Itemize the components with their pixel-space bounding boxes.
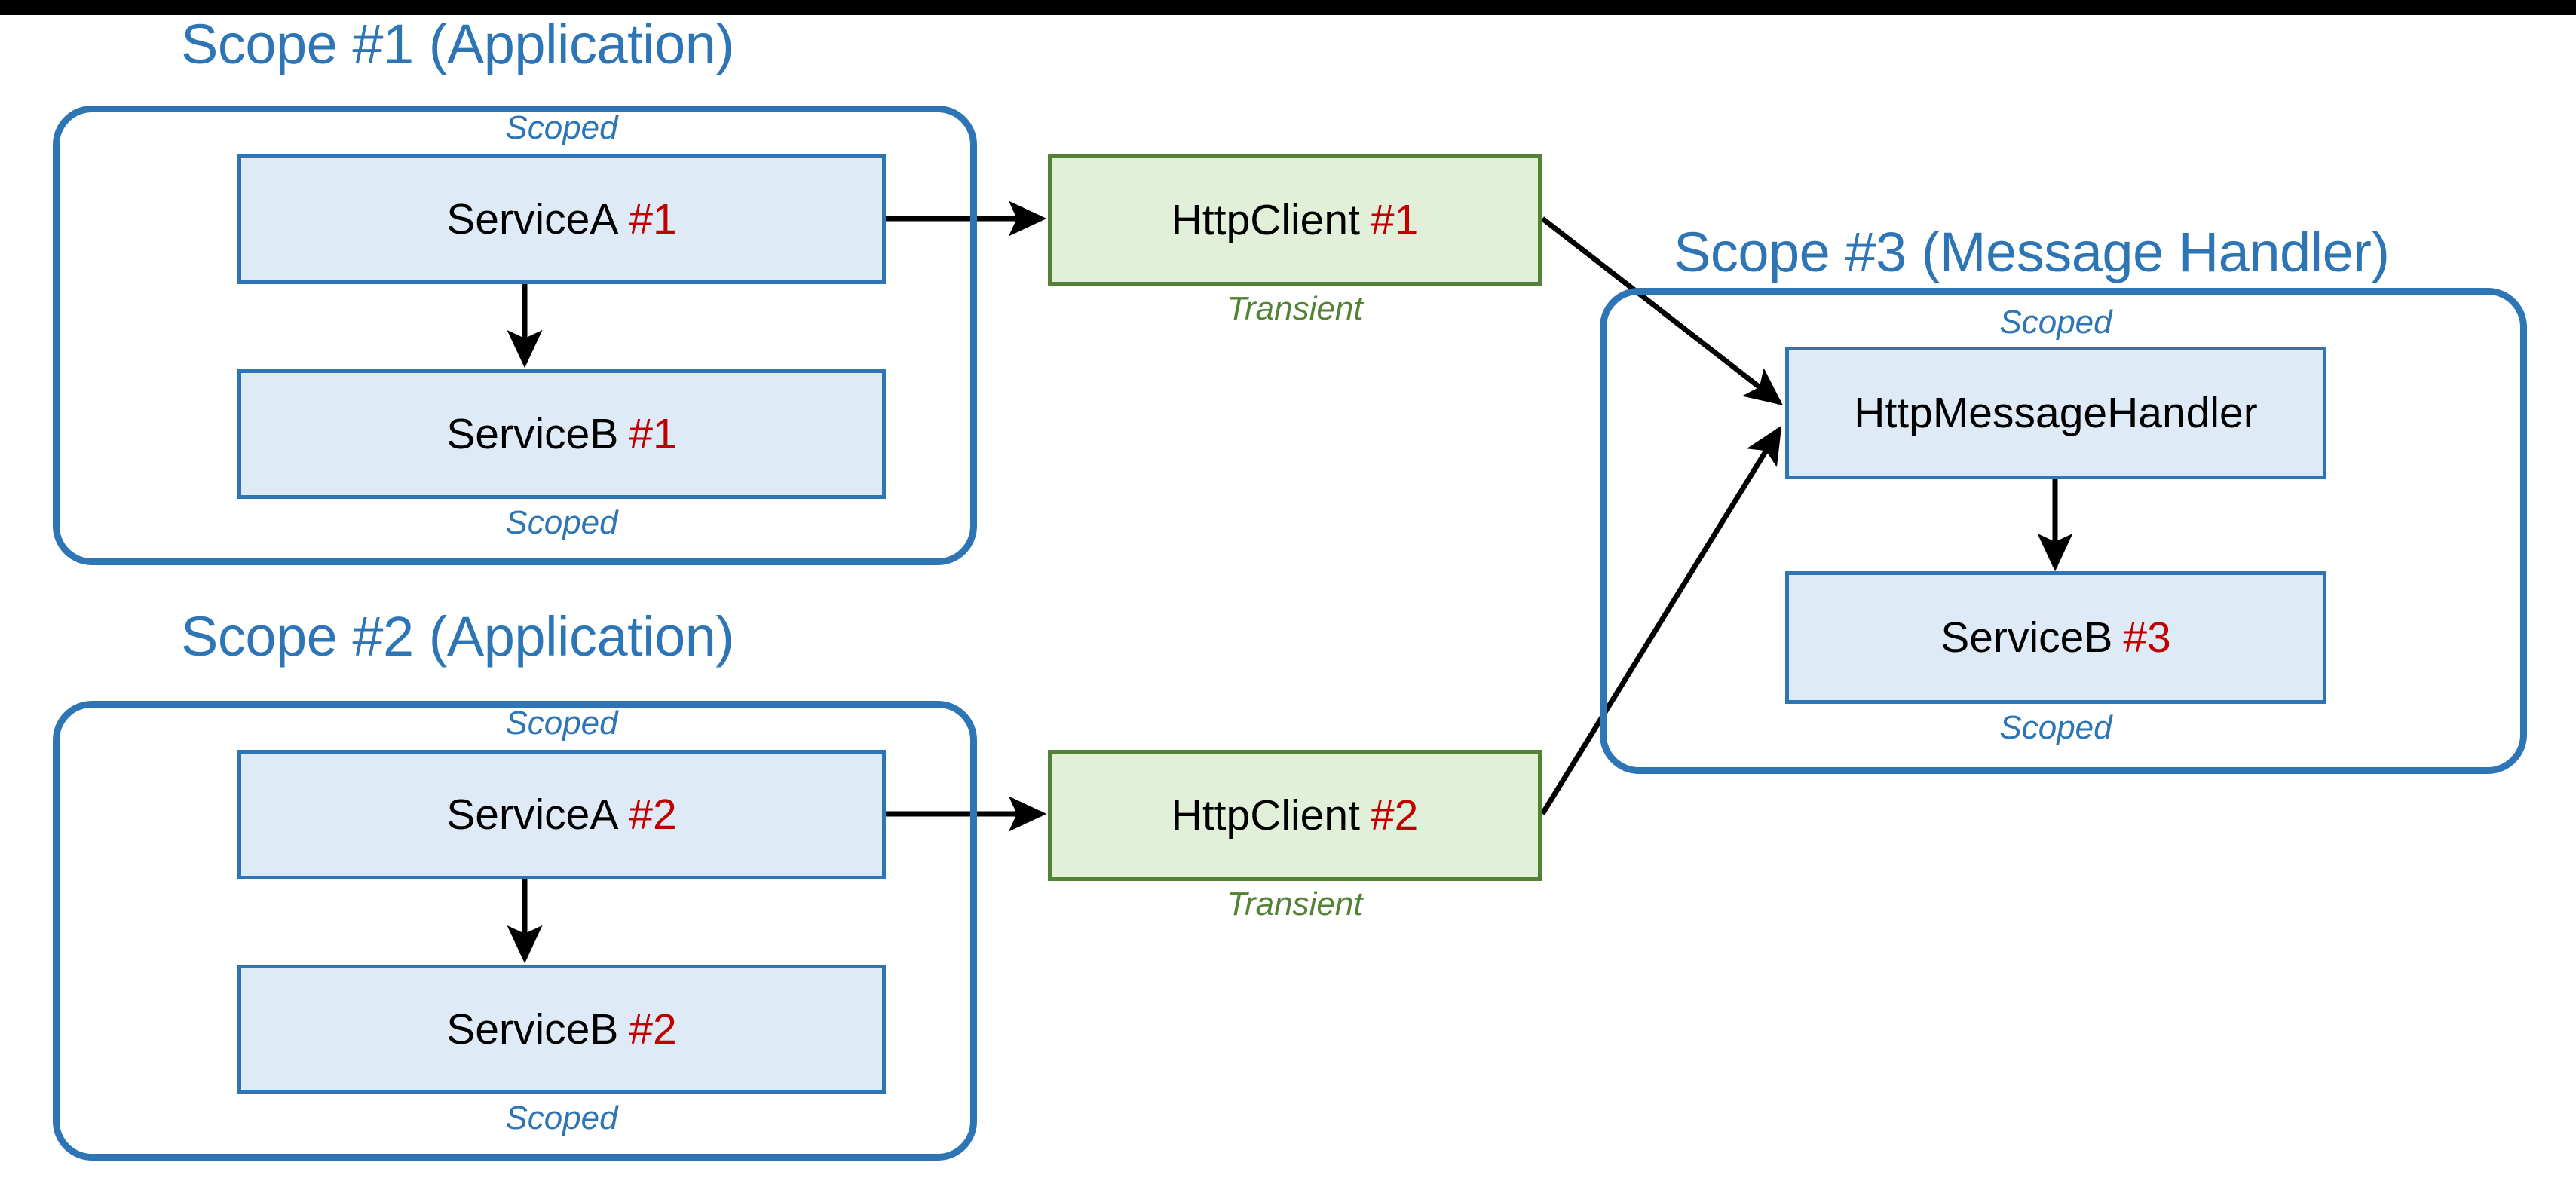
node-serviceA2-label: ServiceA bbox=[446, 790, 619, 839]
node-httpmessagehandler-label: HttpMessageHandler bbox=[1854, 388, 2258, 437]
scope1-container bbox=[53, 106, 977, 565]
node-serviceA1-label: ServiceA bbox=[446, 194, 619, 243]
node-httpclient1-label: HttpClient bbox=[1171, 195, 1360, 244]
httpclient2-lifetime-label: Transient bbox=[1227, 885, 1363, 922]
node-serviceA1[interactable]: ServiceA #1 bbox=[237, 154, 886, 284]
serviceB3-lifetime-label: Scoped bbox=[1999, 709, 2112, 746]
scope1-title: Scope #1 (Application) bbox=[181, 13, 734, 75]
node-serviceA2[interactable]: ServiceA #2 bbox=[237, 750, 886, 879]
httpclient1-lifetime-label: Transient bbox=[1227, 290, 1363, 327]
node-httpclient2[interactable]: HttpClient #2 bbox=[1048, 750, 1542, 881]
node-serviceB3[interactable]: ServiceB #3 bbox=[1785, 571, 2326, 704]
node-serviceA2-number: #2 bbox=[629, 790, 677, 839]
node-serviceA1-number: #1 bbox=[629, 194, 677, 243]
scope3-container bbox=[1600, 288, 2527, 774]
serviceA1-lifetime-label: Scoped bbox=[505, 109, 618, 146]
node-serviceB1-number: #1 bbox=[629, 409, 677, 458]
serviceB2-lifetime-label: Scoped bbox=[505, 1100, 618, 1136]
node-serviceB1-label: ServiceB bbox=[446, 409, 619, 458]
node-httpclient2-label: HttpClient bbox=[1171, 791, 1360, 840]
node-serviceB1[interactable]: ServiceB #1 bbox=[237, 369, 886, 499]
node-serviceB3-number: #3 bbox=[2123, 613, 2171, 662]
node-httpclient2-number: #2 bbox=[1370, 791, 1419, 840]
top-black-band bbox=[0, 0, 2576, 15]
handler-lifetime-label: Scoped bbox=[1999, 304, 2112, 341]
node-serviceB2[interactable]: ServiceB #2 bbox=[237, 965, 886, 1094]
node-serviceB3-label: ServiceB bbox=[1940, 613, 2113, 662]
node-httpclient1[interactable]: HttpClient #1 bbox=[1048, 154, 1542, 286]
serviceB1-lifetime-label: Scoped bbox=[505, 504, 618, 541]
node-serviceB2-label: ServiceB bbox=[446, 1005, 619, 1054]
scope3-title: Scope #3 (Message Handler) bbox=[1674, 221, 2390, 283]
node-httpclient1-number: #1 bbox=[1370, 195, 1419, 244]
serviceA2-lifetime-label: Scoped bbox=[505, 705, 618, 742]
node-serviceB2-number: #2 bbox=[629, 1005, 677, 1054]
node-httpmessagehandler[interactable]: HttpMessageHandler bbox=[1785, 347, 2326, 479]
scope2-container bbox=[53, 701, 977, 1161]
scope2-title: Scope #2 (Application) bbox=[181, 605, 734, 668]
